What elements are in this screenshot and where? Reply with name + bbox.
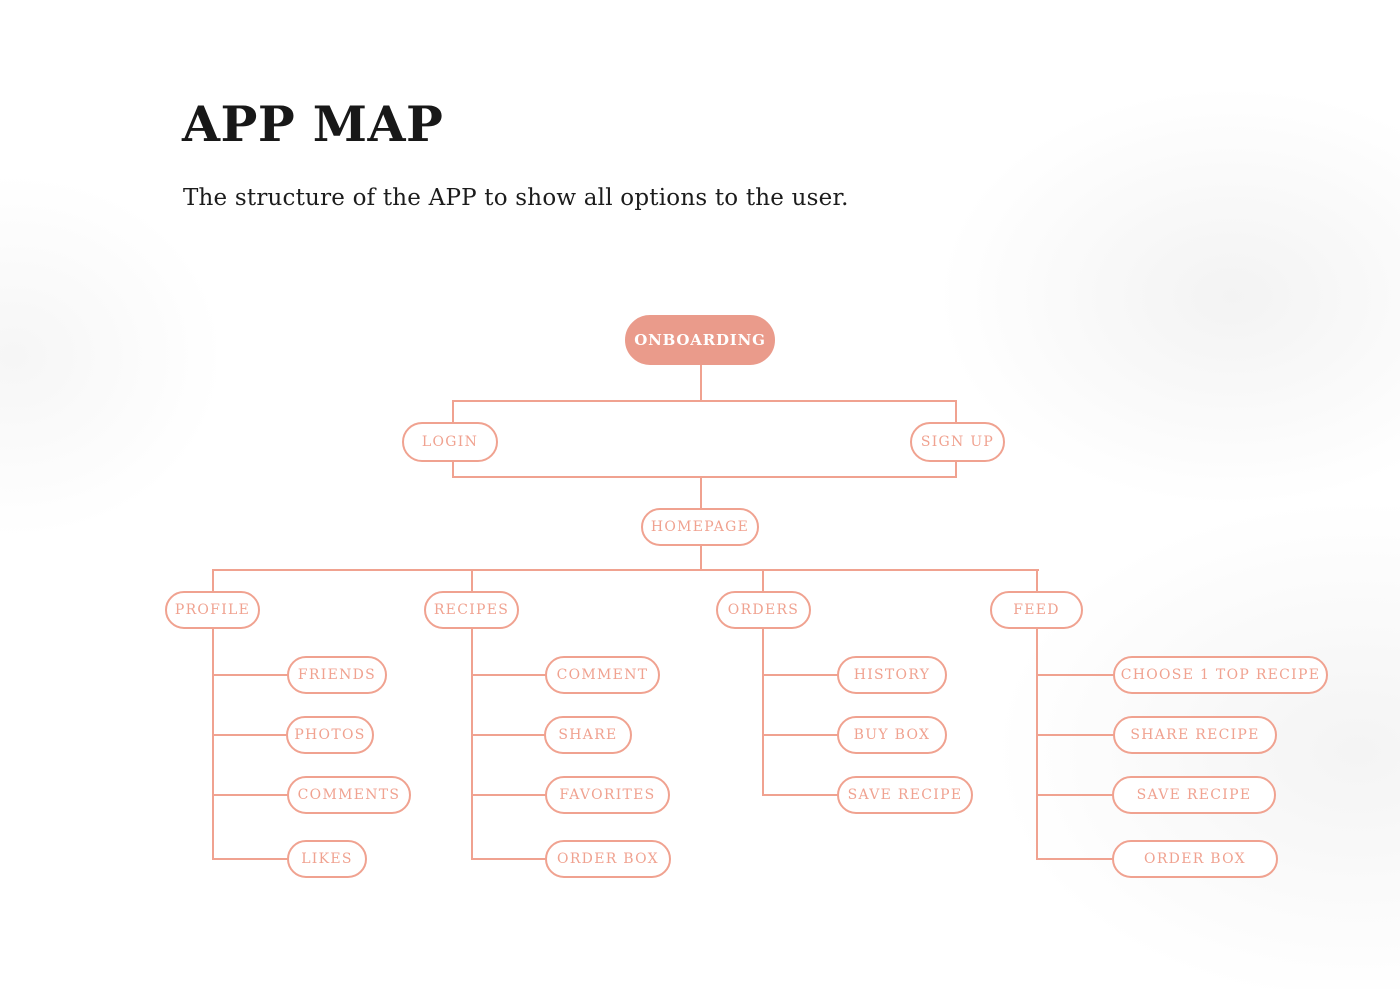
node-recipes: RECIPES (424, 591, 519, 629)
node-login: LOGIN (402, 422, 498, 462)
node-feed: FEED (990, 591, 1083, 629)
node-signup: SIGN UP (910, 422, 1005, 462)
connector-line (472, 858, 547, 860)
node-buy-box: BUY BOX (837, 716, 947, 754)
node-profile: PROFILE (165, 591, 260, 629)
connector-line (213, 674, 289, 676)
node-save-recipe: SAVE RECIPE (837, 776, 973, 814)
connector-line (763, 674, 839, 676)
node-order-box: ORDER BOX (545, 840, 671, 878)
connector-line (1037, 734, 1115, 736)
node-choose-1-top-recipe: CHOOSE 1 TOP RECIPE (1113, 656, 1328, 694)
connector-line (1037, 674, 1115, 676)
connector-line (700, 360, 702, 402)
connector-line (212, 570, 214, 860)
node-homepage: HOMEPAGE (641, 508, 759, 546)
node-favorites: FAVORITES (545, 776, 670, 814)
connector-line (213, 794, 289, 796)
connector-line (762, 570, 764, 796)
connector-line (472, 734, 546, 736)
node-share-recipe: SHARE RECIPE (1113, 716, 1277, 754)
connector-line (213, 734, 288, 736)
node-comment: COMMENT (545, 656, 660, 694)
connector-line (1037, 794, 1114, 796)
connector-line (213, 858, 289, 860)
connector-line (1036, 570, 1038, 860)
page-title: APP MAP (182, 95, 444, 153)
connector-line (763, 734, 839, 736)
node-order-box-feed: ORDER BOX (1112, 840, 1278, 878)
node-share: SHARE (544, 716, 632, 754)
node-friends: FRIENDS (287, 656, 387, 694)
node-onboarding: ONBOARDING (625, 315, 775, 365)
node-orders: ORDERS (716, 591, 811, 629)
connector-line (472, 674, 547, 676)
connector-line (471, 570, 473, 860)
connector-line (763, 794, 839, 796)
node-save-recipe-feed: SAVE RECIPE (1112, 776, 1276, 814)
connector-line (212, 569, 1039, 571)
node-likes: LIKES (287, 840, 367, 878)
connector-line (1037, 858, 1114, 860)
node-comments: COMMENTS (287, 776, 411, 814)
node-photos: PHOTOS (286, 716, 374, 754)
auth-connector-box (452, 400, 957, 478)
page-subtitle: The structure of the APP to show all opt… (183, 185, 849, 211)
node-history: HISTORY (837, 656, 947, 694)
connector-line (472, 794, 547, 796)
